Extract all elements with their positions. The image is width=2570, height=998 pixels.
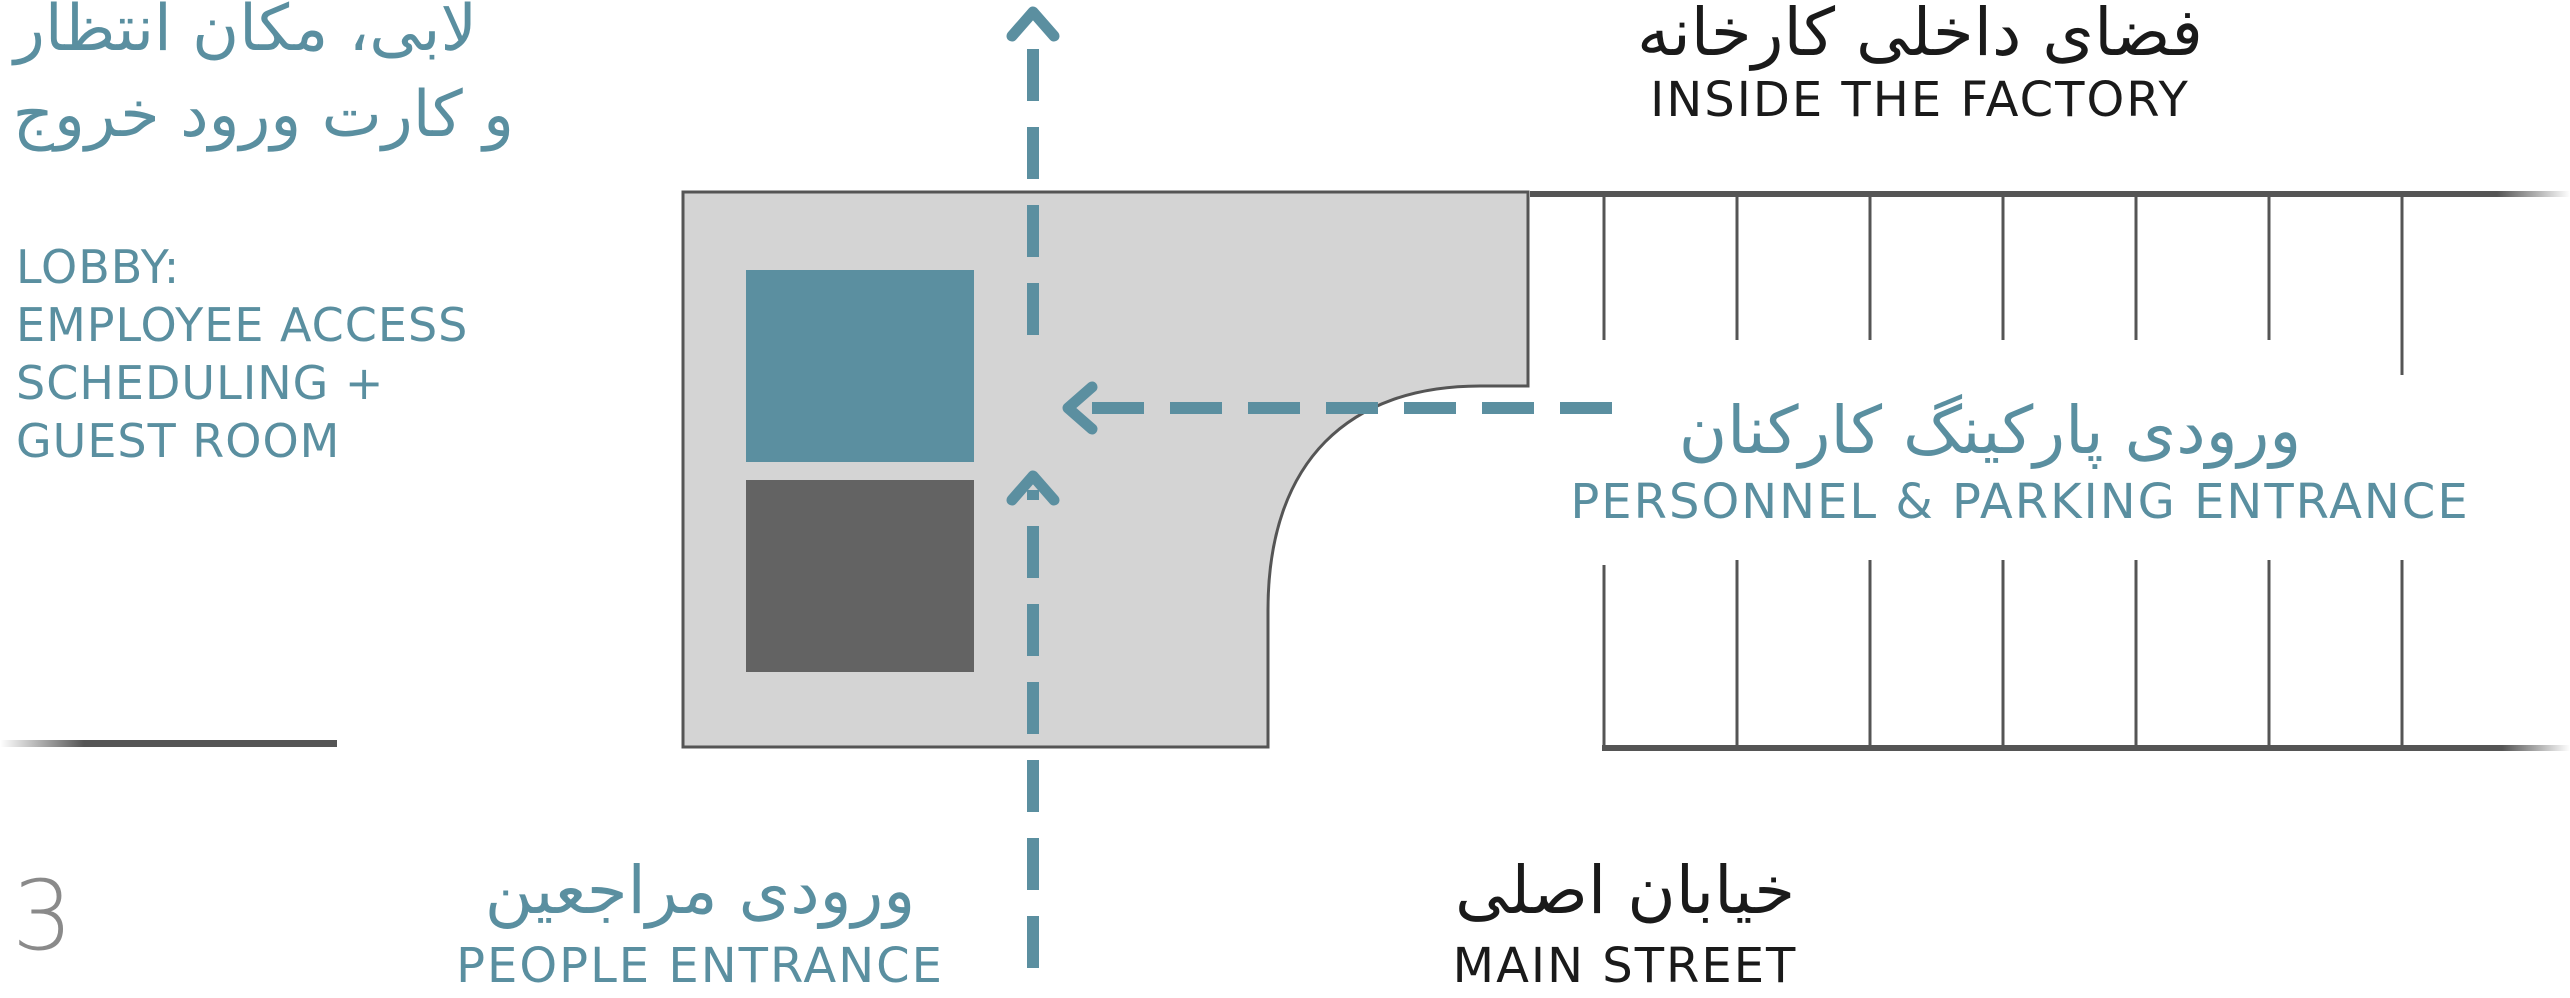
lobby-room-teal	[746, 270, 974, 462]
lobby-en-line3: SCHEDULING +	[16, 356, 385, 410]
parking-entrance-arrow-head	[1062, 381, 1098, 435]
parking-stalls-bottom	[1602, 560, 2404, 748]
factory-wall-top	[1530, 191, 2570, 197]
lobby-title-fa-line1: لابی، مکان انتظار	[14, 0, 477, 66]
diagram-number: 3	[12, 860, 74, 972]
parking-label-fa: ورودی پارکینگ کارکنان	[1678, 392, 2302, 469]
people-entrance-label-fa: ورودی مراجعین	[484, 852, 916, 929]
lobby-en-line1: LOBBY:	[16, 240, 181, 294]
lobby-en-line4: GUEST ROOM	[16, 414, 341, 468]
factory-wall-bottom	[1602, 745, 2570, 751]
people-entrance-label-en: PEOPLE ENTRANCE	[456, 938, 944, 994]
circulation-arrow-upper-head	[1006, 6, 1060, 42]
factory-label-en: INSIDE THE FACTORY	[1650, 72, 2190, 128]
street-edge-left	[0, 740, 337, 747]
lobby-room-dark	[746, 480, 974, 672]
main-street-label-en: MAIN STREET	[1452, 938, 1798, 994]
lobby-title-fa-line2: و کارت ورود خروج	[12, 78, 514, 152]
parking-stalls-top	[1602, 197, 2404, 375]
parking-label-en: PERSONNEL & PARKING ENTRANCE	[1570, 474, 2470, 530]
lobby-en-line2: EMPLOYEE ACCESS	[16, 298, 469, 352]
people-entrance-arrow-head	[1006, 470, 1060, 506]
factory-label-fa: فضای داخلی کارخانه	[1637, 0, 2203, 71]
main-street-label-fa: خیابان اصلی	[1455, 852, 1795, 929]
